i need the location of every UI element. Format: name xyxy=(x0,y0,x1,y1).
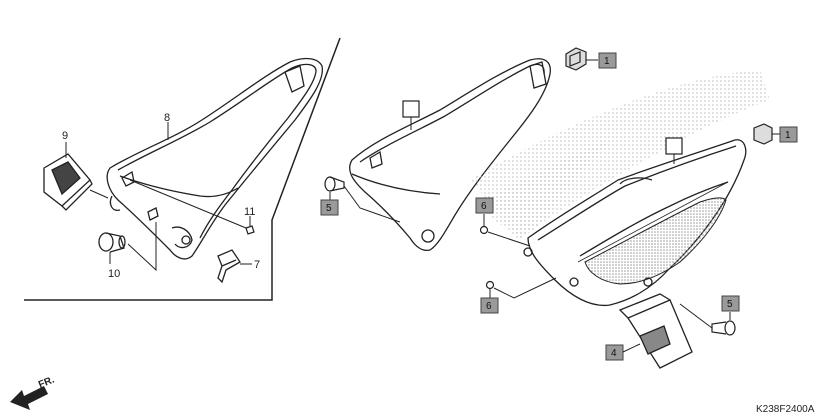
svg-text:5: 5 xyxy=(326,203,332,214)
part-4-bracket xyxy=(618,293,693,369)
front-direction-arrow-icon xyxy=(10,386,48,410)
leader-6b-b xyxy=(493,277,557,299)
svg-text:6: 6 xyxy=(481,201,487,212)
callout-9: 9 xyxy=(62,130,68,142)
callout-badge-5a: 5 xyxy=(320,199,339,216)
part-5-screw-left xyxy=(324,176,345,192)
diagram-code: K238F2400A xyxy=(756,404,815,415)
part-11-screw xyxy=(245,225,255,235)
part-6-screw-upper xyxy=(479,225,489,235)
callout-badge-4: 4 xyxy=(605,344,624,361)
callout-11: 11 xyxy=(244,206,255,218)
part-1-grommet-top xyxy=(565,47,587,71)
callout-badge-6b: 6 xyxy=(480,297,499,314)
side-cover-left-part xyxy=(106,57,324,260)
callout-badge-1b: 1 xyxy=(779,126,798,143)
callout-8: 8 xyxy=(164,112,170,124)
side-cover-middle xyxy=(349,58,551,252)
svg-text:6: 6 xyxy=(486,301,492,312)
part-5-screw-right xyxy=(711,320,736,336)
leader-11-b xyxy=(129,179,247,229)
blank-box-middle xyxy=(402,100,420,118)
leader-5-right-b xyxy=(679,303,713,329)
leader-9-b xyxy=(89,189,109,199)
callout-badge-6a: 6 xyxy=(475,197,494,214)
callout-10: 10 xyxy=(108,268,120,280)
svg-text:5: 5 xyxy=(727,299,733,310)
svg-text:1: 1 xyxy=(604,56,610,67)
front-arrow-label: FR. xyxy=(37,374,56,390)
left-group-frame xyxy=(24,37,341,301)
blank-box-right xyxy=(665,137,683,155)
side-cover-right xyxy=(523,139,747,307)
svg-text:1: 1 xyxy=(785,130,791,141)
part-1-grommet-right xyxy=(753,123,773,145)
part-7-clip xyxy=(217,249,241,284)
leader-5-left xyxy=(343,185,401,223)
callout-badge-5b: 5 xyxy=(721,295,740,312)
part-10-grommet xyxy=(98,232,126,253)
part-9-rubber-pad xyxy=(43,153,93,211)
callout-7: 7 xyxy=(254,259,260,271)
callout-badge-1a: 1 xyxy=(598,52,617,69)
part-6-screw-lower xyxy=(485,280,495,290)
leader-6a-b xyxy=(487,231,531,247)
dotted-shade-lower xyxy=(476,140,610,240)
leader-10 xyxy=(127,222,157,272)
vent-grille xyxy=(584,197,727,285)
svg-text:4: 4 xyxy=(611,348,617,359)
leader-4 xyxy=(622,343,641,353)
